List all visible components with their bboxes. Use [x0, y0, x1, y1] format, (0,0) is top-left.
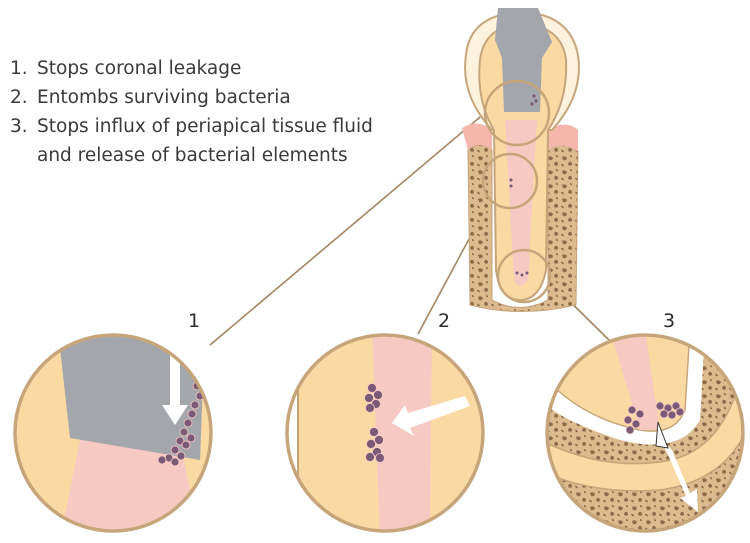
- zoom-circle-3: [540, 330, 750, 540]
- legend-number: 1.: [10, 54, 37, 83]
- tooth-illustration: [462, 8, 579, 312]
- legend-text: Stops influx of periapical tissue fluid …: [37, 112, 400, 170]
- legend-text: Entombs surviving bacteria: [37, 83, 291, 112]
- zoom-label-2: 2: [438, 310, 450, 332]
- legend-item-1: 1. Stops coronal leakage: [10, 54, 400, 83]
- legend-item-2: 2. Entombs surviving bacteria: [10, 83, 400, 112]
- legend-item-3: 3. Stops influx of periapical tissue flu…: [10, 112, 400, 170]
- legend-number: 2.: [10, 83, 37, 112]
- legend-list: 1. Stops coronal leakage 2. Entombs surv…: [10, 54, 400, 170]
- zoom-label-1: 1: [188, 310, 200, 332]
- legend-number: 3.: [10, 112, 37, 170]
- zoom-label-3: 3: [663, 310, 675, 332]
- zoom-circle-2: [278, 330, 490, 540]
- zoom-circle-1: [10, 330, 220, 540]
- legend-text: Stops coronal leakage: [37, 54, 241, 83]
